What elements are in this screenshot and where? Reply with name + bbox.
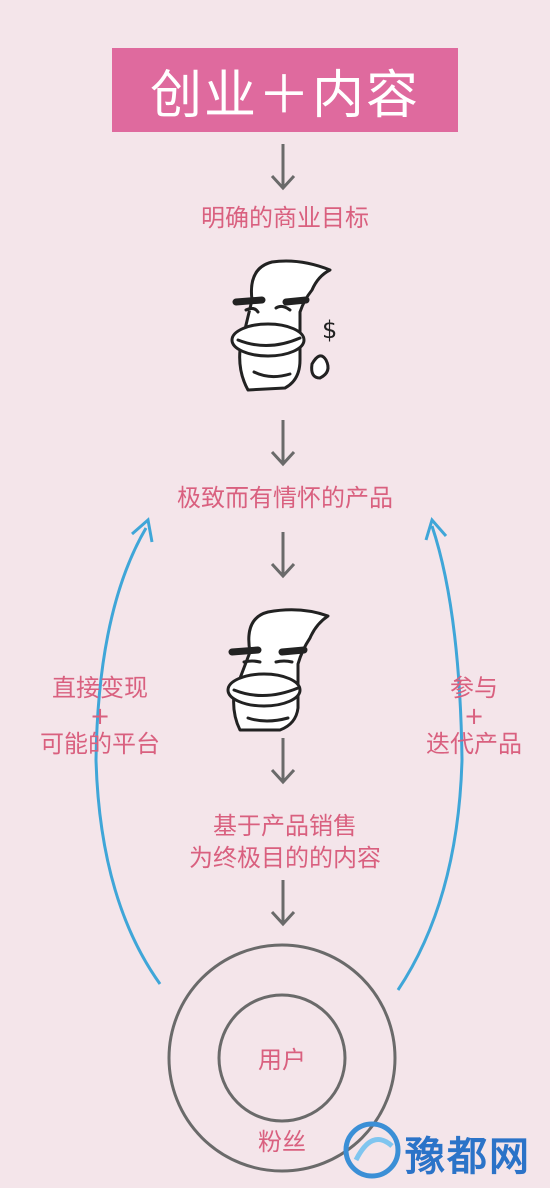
right-feedback-arrow: [396, 516, 464, 991]
left-side-line2: 可能的平台: [40, 730, 160, 758]
step-content-line1: 基于产品销售: [213, 812, 357, 840]
users-circle: [217, 993, 347, 1123]
step-content-line2: 为终极目的的内容: [189, 844, 381, 872]
right-side-line2: 迭代产品: [426, 730, 522, 758]
left-feedback-arrow: [94, 517, 162, 985]
fans-circle: [167, 943, 397, 1173]
step-product: 极致而有情怀的产品: [177, 484, 393, 512]
left-side-plus: +: [89, 702, 111, 730]
arrow-down-2: [270, 420, 296, 467]
watermark-logo-icon: [343, 1121, 401, 1179]
character-icon-1: $: [230, 259, 337, 392]
left-side-line1: 直接变现: [52, 674, 148, 702]
arrow-down-1: [270, 144, 296, 191]
title-banner: 创业＋内容: [112, 48, 458, 132]
arrow-down-3: [270, 532, 296, 579]
left-side-text: 直接变现 + 可能的平台: [20, 674, 180, 758]
arrow-down-4: [270, 738, 296, 785]
right-side-line1: 参与: [450, 674, 498, 702]
fans-label: 粉丝: [258, 1128, 306, 1156]
arrow-down-5: [270, 880, 296, 927]
users-label: 用户: [258, 1046, 306, 1074]
title-text: 创业＋内容: [149, 65, 420, 126]
step-business-goal: 明确的商业目标: [201, 204, 369, 232]
character-icon-2: [226, 608, 330, 732]
svg-text:$: $: [322, 316, 337, 344]
step-content: 基于产品销售 为终极目的的内容: [140, 810, 430, 874]
right-side-text: 参与 + 迭代产品: [394, 674, 550, 758]
watermark-text: 豫都网: [405, 1133, 531, 1180]
right-side-plus: +: [463, 702, 485, 730]
